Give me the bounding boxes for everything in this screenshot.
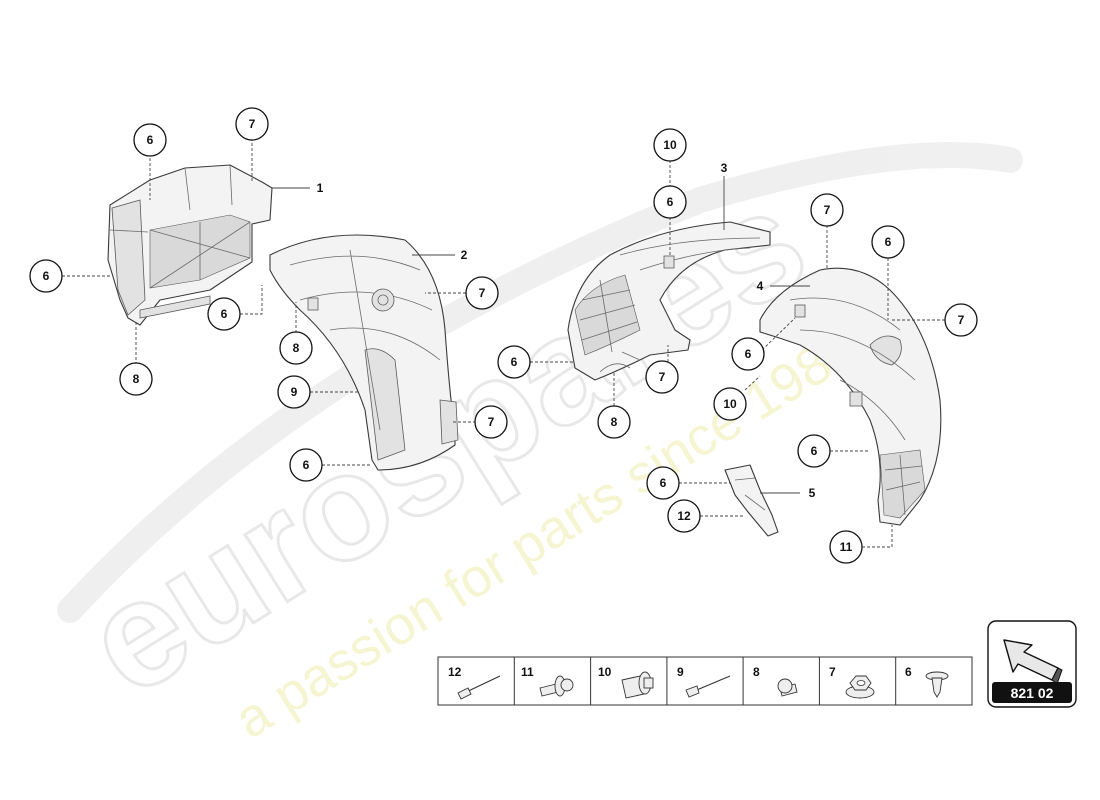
push-clip-icon (925, 671, 949, 698)
part-label: 4 (757, 279, 764, 293)
callout: 6 (29, 259, 63, 293)
callout: 11 (829, 530, 863, 564)
callout-label: 7 (479, 286, 486, 300)
legend-cell: 7 (829, 665, 875, 699)
callout-label: 8 (611, 415, 618, 429)
legend-number: 8 (753, 665, 760, 679)
callout-label: 7 (824, 203, 831, 217)
callout: 8 (597, 405, 631, 439)
part-label: 5 (809, 486, 816, 500)
callout-label: 8 (133, 372, 140, 386)
callout-label: 6 (660, 476, 667, 490)
diagram-number: 821 02 (1011, 685, 1054, 701)
callout-label: 7 (249, 117, 256, 131)
callout: 6 (731, 337, 765, 371)
flange-nut-icon (845, 675, 875, 699)
callout: 6 (497, 345, 531, 379)
callout-label: 6 (885, 235, 892, 249)
callout: 7 (944, 303, 978, 337)
hardware-legend: 12 11 10 9 (437, 656, 973, 706)
part-3-liner (567, 221, 771, 381)
part-5-bracket (724, 464, 779, 537)
callout: 6 (133, 123, 167, 157)
callout-label: 6 (511, 355, 518, 369)
legend-number: 7 (829, 665, 836, 679)
callout-label: 7 (958, 313, 965, 327)
screw-washer-icon (539, 675, 574, 697)
legend-number: 12 (448, 665, 462, 679)
callout: 6 (289, 448, 323, 482)
callout-label: 6 (147, 133, 154, 147)
legend-number: 11 (521, 665, 534, 679)
arrow-icon (1003, 639, 1063, 685)
legend-cell: 11 (521, 665, 574, 697)
expanding-nut-icon (621, 671, 654, 699)
legend-number: 9 (677, 665, 684, 679)
callout-label: 9 (291, 385, 298, 399)
callout: 7 (465, 276, 499, 310)
callout-label: 6 (303, 458, 310, 472)
rivet-icon (457, 675, 501, 700)
callout-label: 8 (293, 341, 300, 355)
legend-number: 6 (905, 665, 912, 679)
legend-cell: 12 (448, 665, 501, 700)
diagram-reference: 821 02 (987, 620, 1077, 708)
rivet-icon (685, 675, 731, 698)
legend-cell: 9 (677, 665, 731, 698)
part-label: 1 (317, 181, 324, 195)
callout-label: 6 (667, 195, 674, 209)
callout-label: 11 (840, 540, 853, 554)
callout: 6 (871, 225, 905, 259)
callout: 8 (119, 362, 153, 396)
callout: 9 (277, 375, 311, 409)
callout: 6 (653, 185, 687, 219)
callout: 7 (474, 405, 508, 439)
callout-label: 6 (811, 444, 818, 458)
legend-cell: 8 (753, 665, 798, 697)
part-2-liner (269, 234, 459, 471)
callout: 10 (653, 128, 687, 162)
part-label: 2 (461, 248, 468, 262)
callout: 7 (235, 107, 269, 141)
callout-label: 12 (677, 509, 691, 523)
callout-label: 6 (43, 269, 50, 283)
callouts: 6 7 1 6 6 8 2 7 8 9 7 6 10 3 6 7 4 6 7 6… (29, 107, 978, 564)
callout: 10 (713, 387, 747, 421)
callout: 12 (667, 499, 701, 533)
part-label: 3 (721, 161, 728, 175)
part-1-liner (107, 164, 273, 326)
callout-label: 10 (723, 397, 737, 411)
callout: 6 (207, 297, 241, 331)
bolt-icon (777, 678, 798, 697)
callout-label: 7 (659, 370, 666, 384)
callout-label: 6 (745, 347, 752, 361)
part-4-liner (759, 267, 942, 526)
callout: 7 (645, 360, 679, 394)
callout: 6 (646, 466, 680, 500)
legend-cell: 10 (598, 665, 654, 699)
callout: 6 (797, 434, 831, 468)
legend-number: 10 (598, 665, 612, 679)
legend-cell: 6 (905, 665, 949, 698)
callout-label: 6 (221, 307, 228, 321)
callout: 8 (279, 331, 313, 365)
callout: 7 (810, 193, 844, 227)
callout-label: 10 (663, 138, 677, 152)
callout-label: 7 (488, 415, 495, 429)
